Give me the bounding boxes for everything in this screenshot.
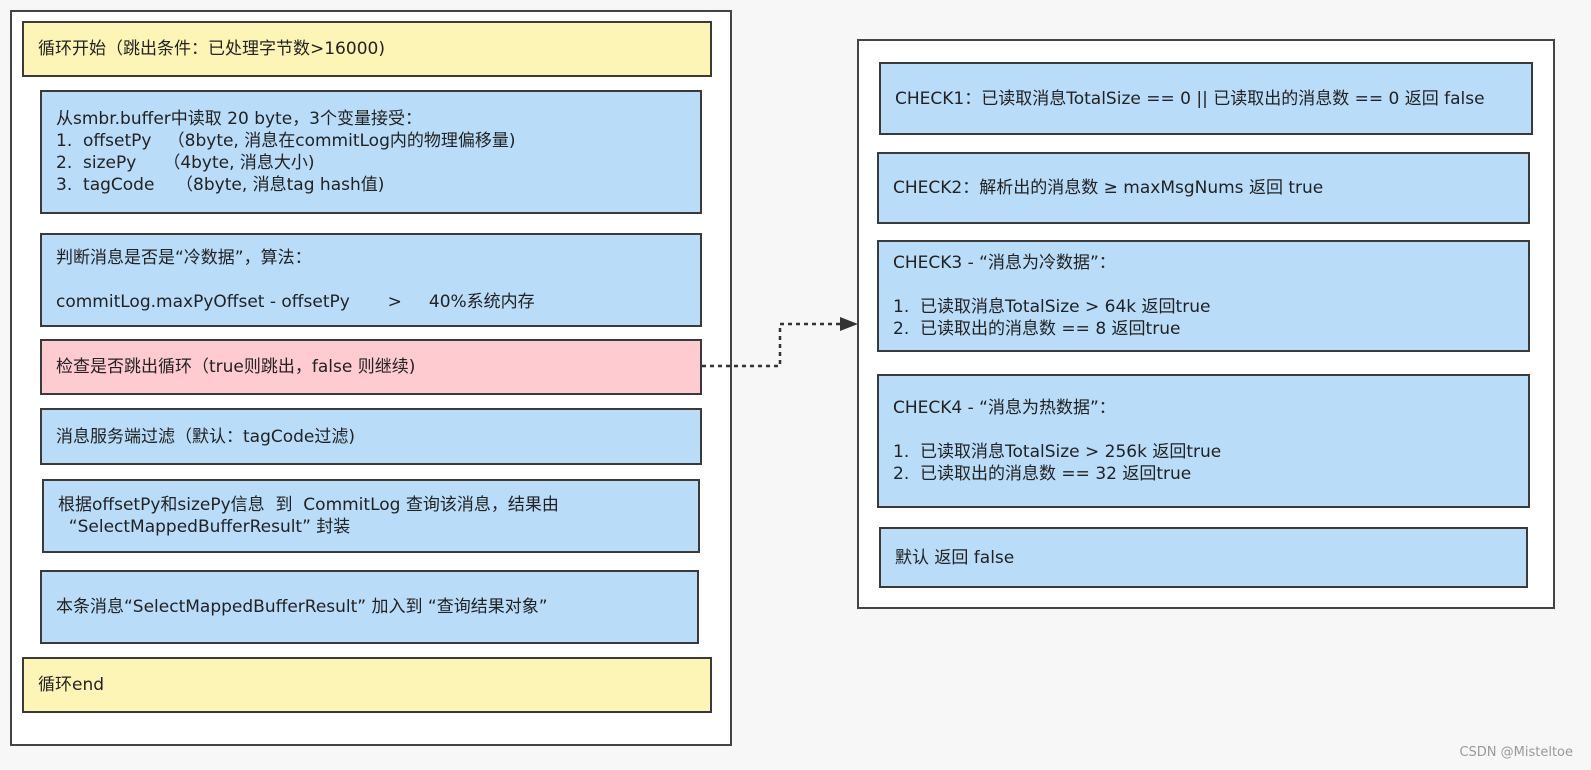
- read-buffer-line-2: 1. offsetPy （8byte, 消息在commitLog内的物理偏移量): [56, 131, 516, 151]
- check3-line-4: 2. 已读取出的消息数 == 8 返回true: [893, 319, 1181, 339]
- server-filter-text: 消息服务端过滤（默认：tagCode过滤): [56, 426, 356, 447]
- add-result-text: 本条消息“SelectMappedBufferResult” 加入到 “查询结果…: [56, 597, 548, 617]
- loop-start-box: 循环开始（跳出条件：已处理字节数>16000): [22, 21, 712, 77]
- cold-check-line-3: commitLog.maxPyOffset - offsetPy > 40%系统…: [56, 292, 535, 312]
- check2-box: CHECK2：解析出的消息数 ≥ maxMsgNums 返回 true: [877, 152, 1530, 224]
- check3-line-1: CHECK3 - “消息为冷数据”：: [893, 253, 1116, 273]
- read-buffer-line-3: 2. sizePy （4byte, 消息大小): [56, 153, 315, 173]
- loop-end-text: 循环end: [38, 675, 105, 695]
- lookup-line-2: “SelectMappedBufferResult” 封装: [58, 517, 351, 537]
- loop-end-box: 循环end: [22, 657, 712, 713]
- cold-check-spacer: [56, 269, 686, 291]
- cold-check-line-1: 判断消息是否是“冷数据”，算法：: [56, 248, 312, 268]
- exit-check-text: 检查是否跳出循环（true则跳出，false 则继续): [56, 357, 416, 377]
- check2-text: CHECK2：解析出的消息数 ≥ maxMsgNums 返回 true: [893, 178, 1324, 198]
- check4-line-3: 1. 已读取消息TotalSize > 256k 返回true: [893, 442, 1222, 462]
- check4-spacer: [893, 419, 1514, 441]
- default-return-box: 默认 返回 false: [879, 527, 1528, 588]
- default-return-text: 默认 返回 false: [895, 547, 1015, 568]
- read-buffer-line-4: 3. tagCode （8byte, 消息tag hash值): [56, 175, 385, 195]
- server-filter-box: 消息服务端过滤（默认：tagCode过滤): [40, 408, 702, 465]
- check3-line-3: 1. 已读取消息TotalSize > 64k 返回true: [893, 297, 1211, 317]
- check1-text: CHECK1：已读取消息TotalSize == 0 || 已读取出的消息数 =…: [895, 88, 1485, 109]
- check4-box: CHECK4 - “消息为热数据”： 1. 已读取消息TotalSize > 2…: [877, 374, 1530, 508]
- lookup-line-1: 根据offsetPy和sizePy信息 到 CommitLog 查询该消息，结果…: [58, 495, 559, 515]
- read-buffer-line-1: 从smbr.buffer中读取 20 byte，3个变量接受：: [56, 109, 422, 129]
- check3-spacer: [893, 274, 1514, 296]
- cold-data-check-box: 判断消息是否是“冷数据”，算法： commitLog.maxPyOffset -…: [40, 233, 702, 327]
- read-buffer-box: 从smbr.buffer中读取 20 byte，3个变量接受： 1. offse…: [40, 90, 702, 214]
- connector-arrowhead: [840, 317, 858, 331]
- watermark: CSDN @Misteltoe: [1459, 745, 1573, 760]
- loop-start-text: 循环开始（跳出条件：已处理字节数>16000): [38, 39, 385, 59]
- check4-line-1: CHECK4 - “消息为热数据”：: [893, 398, 1116, 418]
- check3-box: CHECK3 - “消息为冷数据”： 1. 已读取消息TotalSize > 6…: [877, 240, 1530, 352]
- check1-box: CHECK1：已读取消息TotalSize == 0 || 已读取出的消息数 =…: [879, 62, 1533, 135]
- exit-check-box: 检查是否跳出循环（true则跳出，false 则继续): [40, 339, 702, 395]
- commitlog-lookup-box: 根据offsetPy和sizePy信息 到 CommitLog 查询该消息，结果…: [42, 479, 700, 553]
- check4-line-4: 2. 已读取出的消息数 == 32 返回true: [893, 464, 1192, 484]
- add-result-box: 本条消息“SelectMappedBufferResult” 加入到 “查询结果…: [40, 570, 699, 644]
